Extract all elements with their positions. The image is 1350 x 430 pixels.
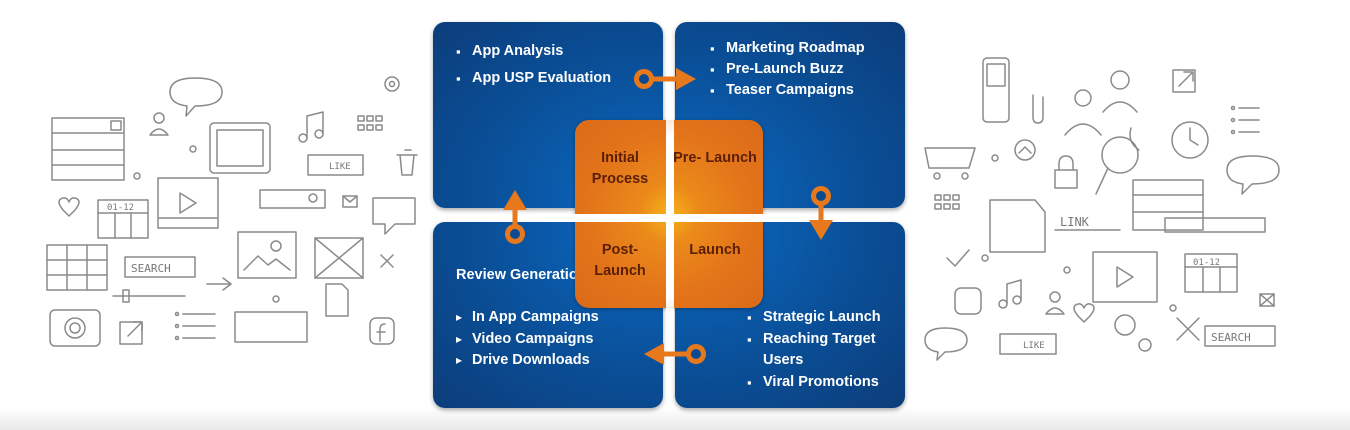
heart-icon <box>58 197 80 217</box>
phase-post-launch: Post- Launch <box>594 242 646 279</box>
prelaunch-item: Teaser Campaigns <box>710 80 865 101</box>
folder-icon <box>989 199 1046 253</box>
postlaunch-item: Drive Downloads <box>456 350 632 372</box>
arrow-up-icon <box>503 190 527 244</box>
shopping-cart-icon <box>924 147 976 169</box>
video-player-icon <box>157 177 219 229</box>
like-button-icon <box>307 154 364 176</box>
doodle-labels-right: LINK SEARCH LIKE 01-12 <box>1023 215 1251 351</box>
phase-launch: Launch <box>689 242 741 258</box>
launch-item: Strategic Launch <box>747 307 913 329</box>
support-agent-icon <box>1110 70 1130 90</box>
music-note-icon <box>1006 279 1022 305</box>
doodle-date-label: 01-12 <box>1193 258 1220 268</box>
tablet-icon <box>209 122 271 174</box>
calendar-icon <box>97 199 149 239</box>
pre-launch-list: Marketing Roadmap Pre-Launch Buzz Teaser… <box>710 38 865 101</box>
phase-initial-process: Initial Process <box>591 150 649 187</box>
doodle-labels-left: SEARCH LIKE 01-12 <box>107 162 351 275</box>
app-marketing-process-diagram: App Analysis App USP Evaluation Marketin… <box>425 18 915 416</box>
grid-icon <box>934 194 960 210</box>
doodle-date-label: 01-12 <box>107 203 134 213</box>
mail-icon <box>342 195 358 208</box>
arrow-right-icon <box>634 68 696 90</box>
list-icon <box>174 311 216 341</box>
postlaunch-item: Video Campaigns <box>456 329 632 351</box>
initial-process-quadrant: App Analysis App USP Evaluation <box>433 22 663 208</box>
user-icon <box>1049 291 1061 303</box>
launch-item: Reaching Target Users <box>747 329 913 372</box>
doodle-like-label: LIKE <box>329 162 351 172</box>
up-arrow-icon <box>1014 139 1036 161</box>
video-player-icon <box>1092 251 1158 303</box>
doodle-sketches-left <box>46 76 418 347</box>
speech-bubble-icon <box>372 197 416 235</box>
initial-item: App Analysis <box>456 38 611 65</box>
checkmark-icon <box>946 249 970 267</box>
doodle-like-label: LIKE <box>1023 341 1045 351</box>
camera-icon <box>49 309 101 347</box>
heart-icon <box>1073 303 1095 323</box>
doodle-search-label: SEARCH <box>131 262 171 275</box>
list-icon <box>1230 105 1260 135</box>
tumblr-icon <box>954 287 982 315</box>
postlaunch-heading: Review Generation <box>456 267 587 283</box>
document-icon <box>325 283 349 317</box>
arrow-right-icon <box>206 277 232 291</box>
form-box-icon <box>1132 179 1204 231</box>
like-button-icon <box>999 333 1057 355</box>
mobile-phone-icon <box>982 57 1010 123</box>
phase-pre-launch: Pre- Launch <box>673 150 757 166</box>
left-doodle-cluster: SEARCH LIKE 01-12 <box>25 0 418 430</box>
chat-bubble-icon <box>169 77 223 117</box>
clock-icon <box>1171 121 1209 159</box>
form-box-icon <box>51 117 125 181</box>
user-icon <box>153 112 165 124</box>
postlaunch-item: In App Campaigns <box>456 307 632 329</box>
search-pill-icon <box>124 256 196 278</box>
search-pill-icon <box>1204 325 1276 347</box>
businessman-icon <box>1074 89 1092 107</box>
close-icon <box>380 254 394 268</box>
gear-icon <box>384 76 400 92</box>
doodle-search-label: SEARCH <box>1211 331 1251 344</box>
dropdown-field-icon <box>1164 217 1266 233</box>
lock-icon <box>1054 169 1078 189</box>
grid-icon <box>357 115 383 131</box>
prelaunch-item: Pre-Launch Buzz <box>710 59 865 80</box>
right-doodle-cluster: LINK SEARCH LIKE 01-12 <box>915 0 1280 430</box>
launch-list: Strategic Launch Reaching Target Users V… <box>747 307 913 393</box>
tools-icon <box>1176 317 1200 341</box>
paperclip-icon <box>1032 94 1044 124</box>
trash-icon <box>396 149 418 176</box>
facebook-icon <box>369 317 395 345</box>
search-bar-icon <box>259 189 326 209</box>
magnifier-icon <box>1101 136 1139 174</box>
chat-icon <box>924 327 968 361</box>
text-box-icon <box>234 311 308 343</box>
initial-process-list: App Analysis App USP Evaluation <box>456 38 611 92</box>
gear-icon <box>1114 314 1136 336</box>
prelaunch-item: Marketing Roadmap <box>710 38 865 59</box>
table-icon <box>46 244 108 291</box>
share-icon <box>119 321 143 345</box>
speech-bubble-icon <box>1226 155 1280 195</box>
music-note-icon <box>306 111 324 139</box>
arrow-left-icon <box>644 343 706 365</box>
image-icon <box>237 231 297 279</box>
envelope-x-icon <box>1259 293 1275 307</box>
envelope-x-icon <box>314 237 364 279</box>
share-icon <box>1172 69 1196 93</box>
initial-item: App USP Evaluation <box>456 65 611 92</box>
floor-shadow <box>0 408 1350 430</box>
arrow-down-icon <box>809 186 833 240</box>
post-launch-list: In App Campaigns Video Campaigns Drive D… <box>456 307 632 372</box>
doodle-sketches-right <box>924 57 1280 361</box>
launch-item: Viral Promotions <box>747 372 913 394</box>
vertical-divider <box>666 18 674 416</box>
doodle-link-label: LINK <box>1060 215 1090 229</box>
calendar-icon <box>1184 253 1238 293</box>
